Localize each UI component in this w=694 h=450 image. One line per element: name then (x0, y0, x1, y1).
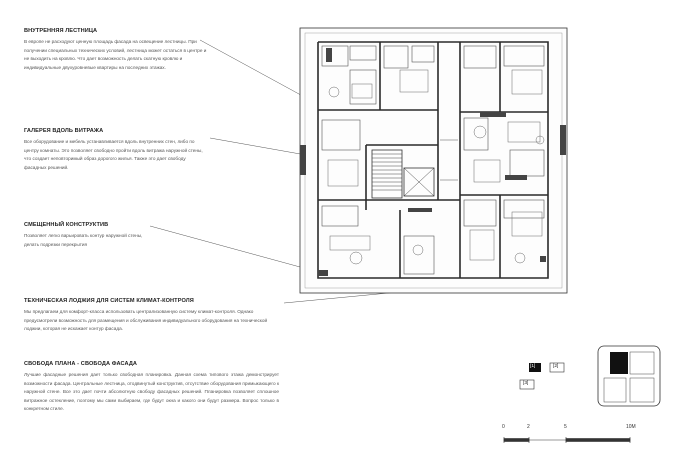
table (351, 83, 373, 99)
note-title: ТЕХНИЧЕСКАЯ ЛОДЖИЯ ДЛЯ СИСТЕМ КЛИМАТ-КОН… (24, 298, 194, 304)
key-label-2: [2] (553, 364, 559, 369)
note-text: Лучшие фасадные решения дает только своб… (24, 372, 279, 411)
scale-tick-10: 10М (626, 424, 636, 430)
scale-tick-0: 0 (502, 424, 505, 430)
note-text: Мы предлагаем для комфорт-класса использ… (24, 309, 268, 331)
bed (511, 211, 543, 237)
table (507, 121, 541, 143)
site-key-map (597, 345, 661, 407)
bed (511, 69, 543, 95)
note-internal-stair: ВНУТРЕННЯЯ ЛЕСТНИЦА В европе не расходую… (24, 28, 209, 72)
note-title: СМЕЩЕННЫЙ КОНСТРУКТИВ (24, 222, 109, 228)
note-gallery: ГАЛЕРЕЯ ВДОЛЬ ВИТРАЖА Все оборудование и… (24, 128, 204, 172)
walls (317, 41, 549, 279)
table-round (535, 135, 545, 145)
note-free-plan: СВОБОДА ПЛАНА - СВОБОДА ФАСАДА Лучшие фа… (24, 361, 279, 414)
scale-bar (503, 437, 631, 443)
bed (399, 69, 429, 93)
table-round (473, 125, 487, 139)
dark-elements (300, 48, 566, 276)
scale-tick-2: 2 (527, 424, 530, 430)
note-text: Все оборудование и мебель устанавливаетс… (24, 139, 203, 170)
note-text: Позволяет легко варьировать контур наруж… (24, 233, 143, 247)
leader-line-structure (149, 225, 323, 274)
note-offset-structure: СМЕЩЕННЫЙ КОНСТРУКТИВ Позволяет легко ва… (24, 222, 154, 249)
table-round (349, 251, 363, 265)
note-text: В европе не расходуют ценную площадь фас… (24, 39, 207, 70)
table-round (328, 86, 340, 98)
central-stair (371, 149, 435, 199)
furniture (327, 69, 545, 265)
note-title: ГАЛЕРЕЯ ВДОЛЬ ВИТРАЖА (24, 128, 104, 134)
key-box-1 (529, 363, 541, 372)
slab-outline (299, 27, 568, 294)
note-technical-loggia: ТЕХНИЧЕСКАЯ ЛОДЖИЯ ДЛЯ СИСТЕМ КЛИМАТ-КОН… (24, 298, 279, 334)
key-label-3: [3] (523, 381, 529, 386)
partitions (321, 45, 545, 275)
table-round (514, 252, 526, 264)
sofa (473, 159, 501, 183)
sofa (329, 235, 371, 251)
table (327, 159, 359, 187)
key-label-1: [1] (530, 364, 536, 369)
note-title: СВОБОДА ПЛАНА - СВОБОДА ФАСАДА (24, 361, 138, 367)
key-boxes (519, 362, 565, 390)
key-box-2 (549, 362, 565, 373)
key-box-3 (519, 379, 535, 390)
table (469, 229, 495, 261)
note-title: ВНУТРЕННЯЯ ЛЕСТНИЦА (24, 28, 98, 34)
table-round (412, 244, 424, 256)
scale-tick-5: 5 (564, 424, 567, 430)
